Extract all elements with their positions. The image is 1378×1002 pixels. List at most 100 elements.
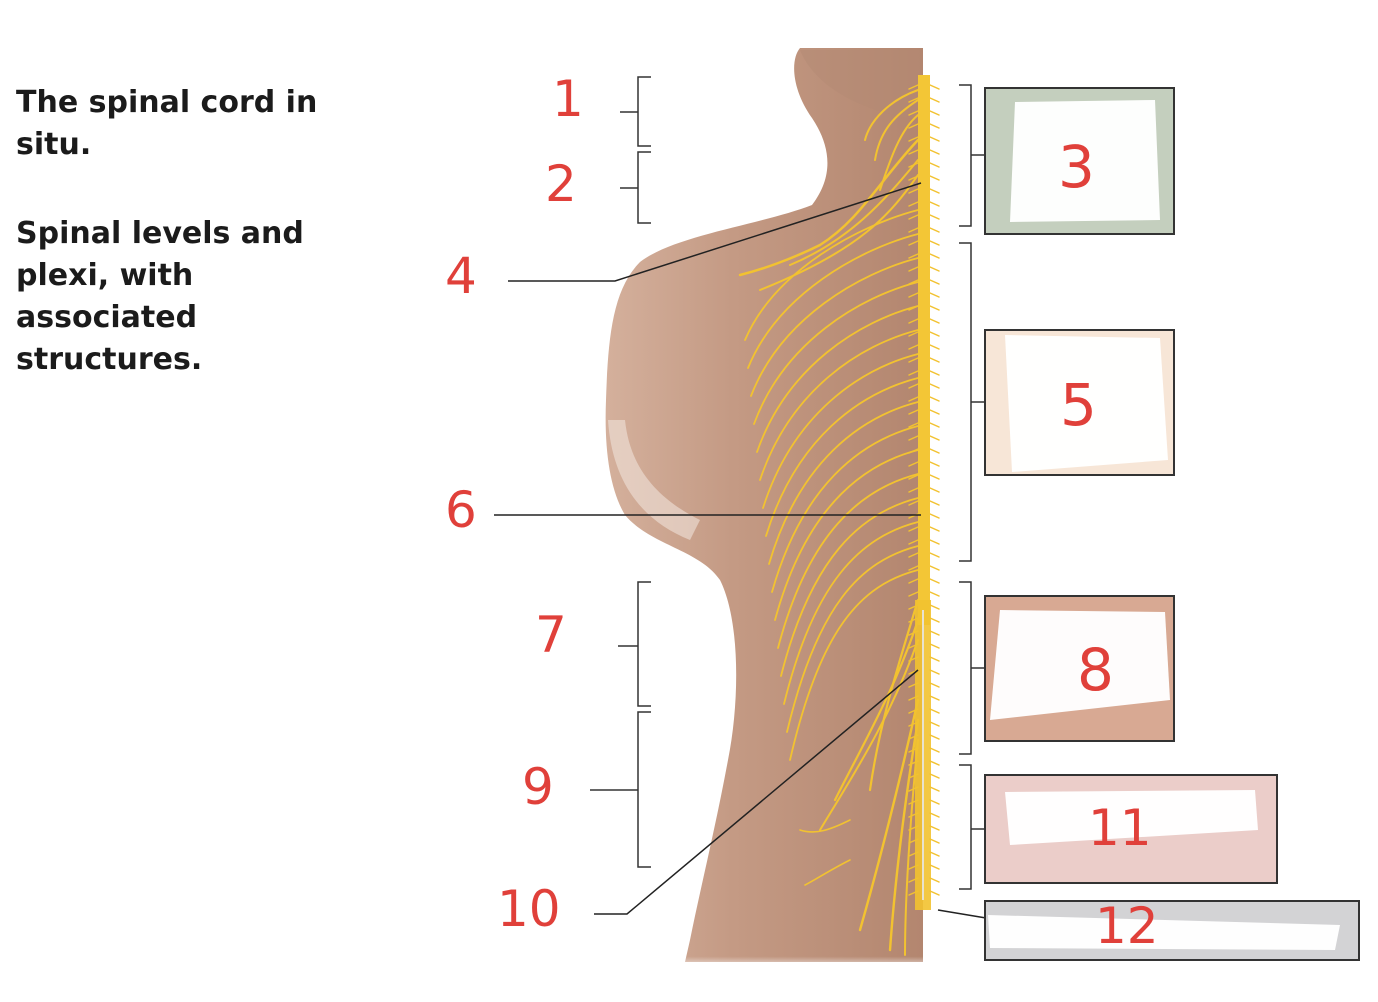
nerve-branch xyxy=(833,618,920,802)
bracket-3 xyxy=(959,84,986,227)
nerve-branch xyxy=(929,253,940,259)
nerve-branch xyxy=(929,227,940,233)
nerve-branch xyxy=(929,812,940,818)
nerve-branch xyxy=(929,240,940,246)
nerve-branch xyxy=(799,819,851,833)
whiteout-11 xyxy=(1005,790,1258,845)
neck-shadow xyxy=(800,50,920,120)
nerve-branch xyxy=(929,760,940,766)
nerve-branch xyxy=(929,851,940,857)
nerve-branch xyxy=(908,370,919,376)
nerve-branch xyxy=(908,539,919,545)
nerve-branch xyxy=(929,214,940,220)
nerve-branch xyxy=(929,383,940,389)
nerve-branch xyxy=(929,643,940,649)
nerve-branch xyxy=(929,175,940,181)
bracket-11 xyxy=(959,764,986,890)
label-8: 8 xyxy=(1077,636,1114,704)
nerve-branch xyxy=(929,266,940,272)
nerve-branch xyxy=(929,97,940,103)
nerve-branch xyxy=(929,786,940,792)
nerve-branch xyxy=(929,448,940,454)
nerve-branch xyxy=(908,201,919,207)
bracket-2 xyxy=(620,151,651,224)
label-7: 7 xyxy=(535,606,567,664)
nerve-branch xyxy=(789,569,919,761)
nerve-branch xyxy=(908,487,919,493)
nerve-branch xyxy=(908,526,919,532)
nerve-branch xyxy=(777,473,919,649)
nerve-branch xyxy=(908,578,919,584)
nerve-branch xyxy=(908,292,919,298)
nerve-branch xyxy=(929,656,940,662)
nerve-branch xyxy=(774,449,919,621)
leader-4 xyxy=(508,182,922,282)
nerve-branch xyxy=(908,383,919,389)
label-2: 2 xyxy=(545,155,577,213)
nerve-branch xyxy=(929,84,940,90)
label-5: 5 xyxy=(1060,371,1097,439)
nerve-branch xyxy=(929,526,940,532)
nerve-branch xyxy=(929,136,940,142)
leader-lines xyxy=(494,182,987,919)
nerve-branch xyxy=(929,630,940,636)
nerve-branch xyxy=(753,281,919,425)
label-3: 3 xyxy=(1058,133,1095,201)
nerve-branch xyxy=(908,344,919,350)
nerve-branch xyxy=(929,487,940,493)
nerve-branch xyxy=(908,266,919,272)
nerve-branch xyxy=(908,318,919,324)
nerve-branch xyxy=(908,84,919,90)
nerve-branch xyxy=(929,578,940,584)
label-10: 10 xyxy=(497,880,561,938)
nerve-branch xyxy=(908,110,919,116)
nerve-branch xyxy=(819,639,919,831)
nerve-branch xyxy=(908,357,919,363)
bracket-7 xyxy=(618,581,651,707)
label-4: 4 xyxy=(445,247,477,305)
nerve-branch xyxy=(929,773,940,779)
nerve-branch xyxy=(929,292,940,298)
label-numbers: 1 2 3 4 5 6 7 8 9 10 11 12 xyxy=(445,70,1159,955)
nerve-branch xyxy=(929,110,940,116)
answer-boxes xyxy=(984,87,1360,961)
nerve-branch xyxy=(908,149,919,155)
nerve-branch xyxy=(804,859,851,886)
nerve-branch xyxy=(783,521,919,705)
nerve-branch xyxy=(908,500,919,506)
nerve-branch xyxy=(929,513,940,519)
nerve-branch xyxy=(908,331,919,337)
nerve-branch xyxy=(756,305,919,453)
nerve-branch xyxy=(929,695,940,701)
spinal-cord xyxy=(915,75,931,910)
nerve-branch xyxy=(929,201,940,207)
whiteout-12 xyxy=(988,915,1340,950)
nerve-branch xyxy=(908,591,919,597)
label-6: 6 xyxy=(445,481,477,539)
bracket-8 xyxy=(959,581,986,755)
nerve-branch xyxy=(908,214,919,220)
whiteout-5 xyxy=(1005,335,1168,472)
nerve-branch xyxy=(768,401,919,565)
caption-subtitle: Spinal levels and plexi, with associated… xyxy=(16,216,304,377)
nerve-branch xyxy=(929,565,940,571)
nerve-branch xyxy=(929,357,940,363)
nerve-branch xyxy=(929,123,940,129)
nerve-branch xyxy=(908,552,919,558)
nerve-branch xyxy=(929,604,940,610)
nerve-branch xyxy=(929,799,940,805)
nerve-branch xyxy=(874,99,919,161)
label-1: 1 xyxy=(552,70,584,128)
nerve-branch xyxy=(929,734,940,740)
nerve-branch xyxy=(929,838,940,844)
nerve-branch xyxy=(929,500,940,506)
nerve-branch xyxy=(929,864,940,870)
nerve-branch xyxy=(908,227,919,233)
nerve-branch xyxy=(908,409,919,415)
nerve-branch xyxy=(762,353,919,509)
nerve-branch xyxy=(908,123,919,129)
nerve-branch xyxy=(929,721,940,727)
nerve-branch xyxy=(929,188,940,194)
nerve-branch xyxy=(929,149,940,155)
